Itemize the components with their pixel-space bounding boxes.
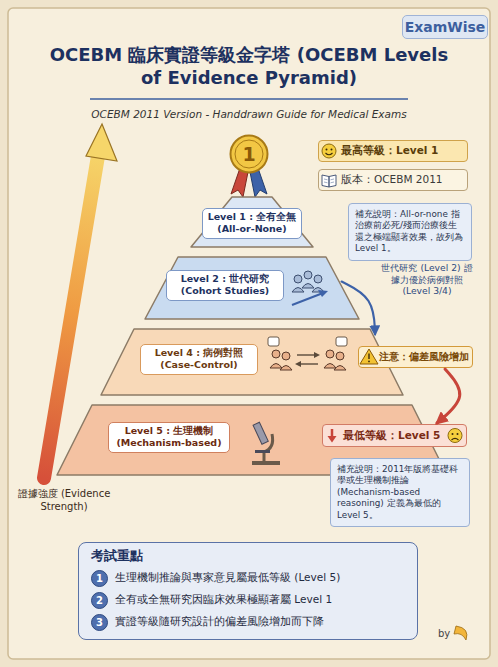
connector-arrow [437, 369, 460, 423]
cohort-person [294, 275, 302, 283]
compare-arrow-head [295, 361, 301, 367]
cohort-person [304, 271, 312, 279]
key-points-box: 考試重點生理機制推論與專家意見屬最低等級 (Level 5) 全有或全無研究因臨床… [78, 542, 418, 640]
note-text: 補充說明：All-or-none 指治療前必死/殘而治療後生還之極端顯著效果，故… [355, 209, 465, 255]
highest-level-text: 最高等級：Level 1 [341, 144, 465, 158]
sad-face-eye [452, 433, 454, 435]
paper-sheet [8, 8, 490, 659]
microscope-arm [264, 434, 273, 461]
tier-label: Level 2 : 世代研究 (Cohort Studies) [166, 270, 284, 301]
tier-label: Level 1 : 全有全無 (All-or-None) [202, 208, 302, 239]
tier-label: Level 5 : 生理機制 (Mechanism-based) [108, 422, 230, 453]
smiley-mouth [326, 153, 333, 155]
cohort-bodies [292, 284, 324, 293]
down-arrow-icon [331, 429, 334, 438]
warning-box: 注意：偏差風險增加 [358, 346, 473, 368]
pyramid-tier: Level 1 : 全有全無 (All-or-None) [190, 196, 314, 248]
key-point-number: 2 [91, 592, 108, 609]
callout-number: 1 [92, 572, 107, 585]
key-point-number: 1 [91, 570, 108, 587]
note-text: 補充說明：2011年版將基礎科學或生理機制推論 (Mechanism-based… [337, 464, 463, 521]
callout-number: 3 [92, 616, 107, 629]
microscope-base [252, 461, 280, 465]
key-point-text: 全有或全無研究因臨床效果極顯著屬 Level 1 [115, 593, 411, 607]
edge-label: 世代研究 (Level 2) 證據力優於病例對照 (Level 3/4) [380, 262, 474, 297]
down-arrow-head [328, 436, 337, 443]
control-person [326, 350, 334, 358]
subtitle: OCEBM 2011 Version - Handdrawn Guide for… [0, 108, 498, 121]
title-underline [90, 98, 408, 100]
speech-bubble [268, 337, 279, 346]
credit-text: by [438, 628, 458, 641]
book-icon [322, 175, 336, 187]
tier-label: Level 4 : 病例對照 (Case-Control) [140, 344, 258, 375]
tier-shape [191, 197, 313, 247]
lowest-level-box: 最低等級：Level 5 [322, 424, 467, 447]
cohort-person [314, 275, 322, 283]
microscope-stage [255, 450, 270, 453]
cohort-trend-head [318, 290, 328, 297]
warning-text: 注意：偏差風險增加 [379, 351, 473, 363]
note-box: 補充說明：All-or-none 指治療前必死/殘而治療後生還之極端顯著效果，故… [348, 203, 472, 261]
highest-level-box: 最高等級：Level 1 [318, 140, 468, 162]
tier-shape [145, 257, 359, 319]
sad-face-mouth [452, 438, 459, 440]
case-bodies [270, 364, 292, 371]
compare-arrow [299, 363, 318, 364]
case-person [272, 350, 280, 358]
compare-arrow [297, 354, 316, 355]
speech-bubble [336, 337, 347, 346]
key-point-text: 實證等級隨研究設計的偏差風險增加而下降 [115, 615, 411, 629]
key-points-heading: 考試重點 [91, 548, 291, 565]
book-lines [324, 179, 334, 183]
evidence-arrow-head [86, 124, 117, 161]
logo-mark [454, 626, 467, 640]
warning-icon [360, 349, 378, 364]
microscope-tube [253, 422, 268, 444]
lowest-level-text: 最低等級：Level 5 [343, 429, 447, 443]
key-point-text: 生理機制推論與專家意見屬最低等級 (Level 5) [115, 571, 411, 585]
version-box: 版本：OCEBM 2011 [318, 169, 468, 191]
version-text: 版本：OCEBM 2011 [341, 173, 465, 187]
control-person [336, 352, 344, 360]
control-bodies [324, 364, 346, 371]
key-point-number: 3 [91, 614, 108, 631]
medal-number: 1 [229, 142, 269, 167]
connector-arrow [342, 282, 375, 335]
sad-face-icon [448, 429, 462, 443]
smiley-eye [331, 149, 333, 151]
brand-tag: ExamWise [402, 15, 488, 39]
axis-label: 證據強度 (Evidence Strength) [12, 488, 116, 513]
sad-face-eye [457, 433, 459, 435]
cohort-trend-arrow [292, 293, 323, 305]
medal-badge: 1 [229, 134, 269, 174]
warning-dot [368, 361, 370, 363]
warning-mark [368, 354, 369, 360]
callout-number: 2 [92, 594, 107, 607]
pyramid-tier: Level 2 : 世代研究 (Cohort Studies) [144, 256, 360, 320]
case-person [282, 352, 290, 360]
page-title: OCEBM 臨床實證等級金字塔 (OCEBM Levels of Evidenc… [49, 44, 449, 89]
smiley-icon [322, 144, 336, 158]
smiley-eye [326, 149, 328, 151]
note-box: 補充說明：2011年版將基礎科學或生理機制推論 (Mechanism-based… [330, 458, 470, 527]
compare-arrow-head [314, 352, 320, 358]
